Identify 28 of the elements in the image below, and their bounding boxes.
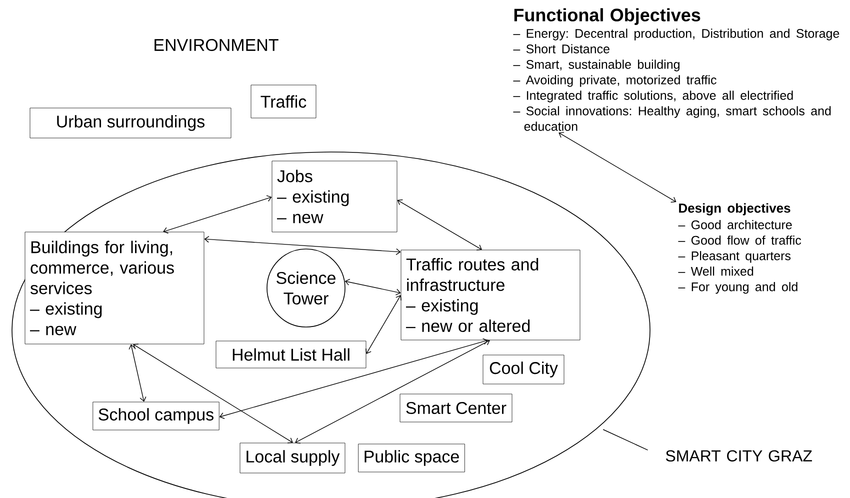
text-box: Traffic	[250, 84, 316, 118]
text-box: Smart Center	[400, 394, 512, 422]
heading-label: ENVIRONMENT	[154, 38, 278, 52]
text-box: Public space	[358, 444, 465, 472]
double-arrow	[397, 199, 482, 250]
ellipse-boundary	[12, 152, 650, 498]
double-arrow	[133, 344, 293, 444]
text-box: Jobs – existing – new	[272, 160, 398, 232]
text-box: Urban surroundings	[30, 108, 232, 138]
objectives-list: Functional Objectives – Energy: Decentral production, Distribution and Storage – Short Distance – Smart, sustainable building – Avoiding private, motorized traffic – Integrated traffic solutions, above all electrified – Social innovations: Healthy aging, smart schools and education	[513, 8, 840, 131]
text-box: School campus	[92, 402, 220, 430]
objectives-list: Design objectives – Good architecture – Good flow of traffic – Pleasant quarters – Well mixed – For young and old	[678, 203, 802, 294]
double-arrow	[128, 344, 146, 402]
double-arrow	[366, 295, 402, 354]
site-label: SMART CITY GRAZ	[666, 450, 812, 462]
double-arrow	[295, 339, 490, 444]
text-box: Traffic routes and infrastructure – existing – new or altered	[400, 250, 580, 340]
text-box: Cool City	[482, 354, 564, 384]
double-arrow	[344, 278, 401, 296]
double-arrow	[163, 195, 272, 234]
double-arrow	[558, 132, 676, 203]
double-arrow	[204, 236, 401, 256]
leader-line	[602, 429, 648, 450]
double-arrow	[219, 338, 488, 419]
circle-node: Science Tower	[266, 248, 346, 328]
text-box: Local supply	[240, 442, 346, 474]
text-box: Helmut List Hall	[216, 340, 366, 368]
text-box: Buildings for living, commerce, various services – existing – new	[24, 232, 204, 344]
